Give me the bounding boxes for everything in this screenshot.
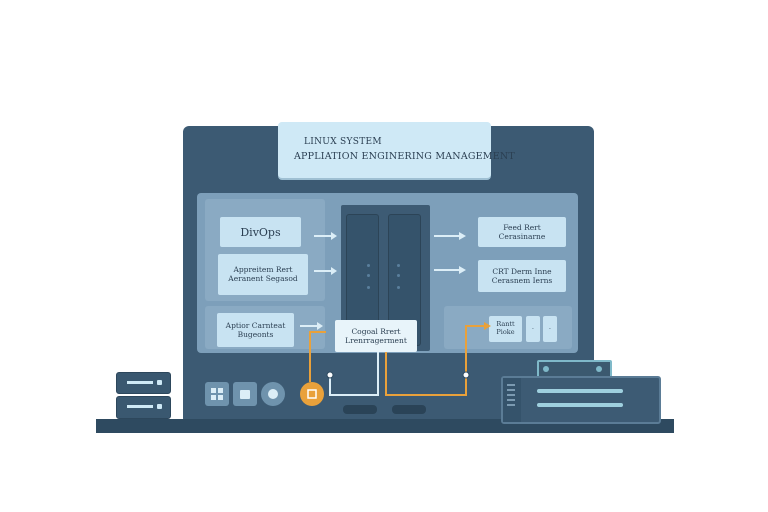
rack-unit-bottom — [116, 396, 171, 419]
chip-icon[interactable] — [300, 382, 324, 406]
title-line-1: LINUX SYSTEM — [304, 137, 382, 147]
grid-icon[interactable] — [205, 382, 229, 406]
stand-foot-right — [392, 405, 426, 414]
dot-icon: · — [532, 325, 534, 333]
box-control-management: Cogoal Rrert Lrenrragerment — [335, 320, 417, 352]
status-bar — [537, 389, 623, 393]
box-icon[interactable] — [233, 382, 257, 406]
title-line-2: APPLIATION ENGINERING MANAGEMENT — [294, 151, 515, 162]
led-icon — [367, 274, 370, 277]
disc-icon[interactable] — [261, 382, 285, 406]
network-switch — [537, 360, 612, 380]
arrow-right-icon — [434, 266, 466, 274]
rack-slot — [127, 405, 153, 408]
led-icon — [397, 274, 400, 277]
router-device — [501, 376, 661, 424]
vent-icon — [507, 404, 515, 406]
led-icon — [367, 264, 370, 267]
led-icon — [397, 286, 400, 289]
box-devops: DivOps — [220, 217, 301, 247]
box-app-content: Aptior Carnteat Bugeonts — [217, 313, 294, 347]
title-card: LINUX SYSTEM APPLIATION ENGINERING MANAG… — [278, 122, 515, 178]
arrow-right-icon — [434, 232, 466, 240]
vent-icon — [507, 399, 515, 401]
led-icon — [157, 380, 162, 385]
arrow-right-icon — [314, 232, 337, 240]
led-icon — [367, 286, 370, 289]
led-icon — [397, 264, 400, 267]
left-arrows — [314, 232, 337, 275]
box-app-segment: Appreitem Rert Aeranent Segasod — [218, 254, 308, 295]
dot-icon: · — [549, 325, 551, 333]
port-icon — [543, 366, 549, 372]
vent-icon — [507, 394, 515, 396]
right-arrows — [434, 232, 466, 274]
stand-foot-left — [343, 405, 377, 414]
box-crt-term: CRT Derm Inne Cerasnem Ierns — [478, 260, 566, 292]
box-small-a: · — [526, 316, 540, 342]
box-feed-report: Feed Rert Cerasinarne — [478, 217, 566, 247]
vent-icon — [507, 384, 515, 386]
vent-icon — [507, 389, 515, 391]
connector-lines — [309, 322, 491, 396]
status-bar — [537, 403, 623, 407]
box-small-b: · — [543, 316, 557, 342]
led-icon — [157, 404, 162, 409]
rack-slot — [127, 381, 153, 384]
port-icon — [596, 366, 602, 372]
arrow-right-icon — [314, 267, 337, 275]
box-rantt: Rantt Pioke — [489, 316, 522, 342]
rack-unit-top — [116, 372, 171, 394]
arrow-right-icon — [300, 322, 323, 330]
